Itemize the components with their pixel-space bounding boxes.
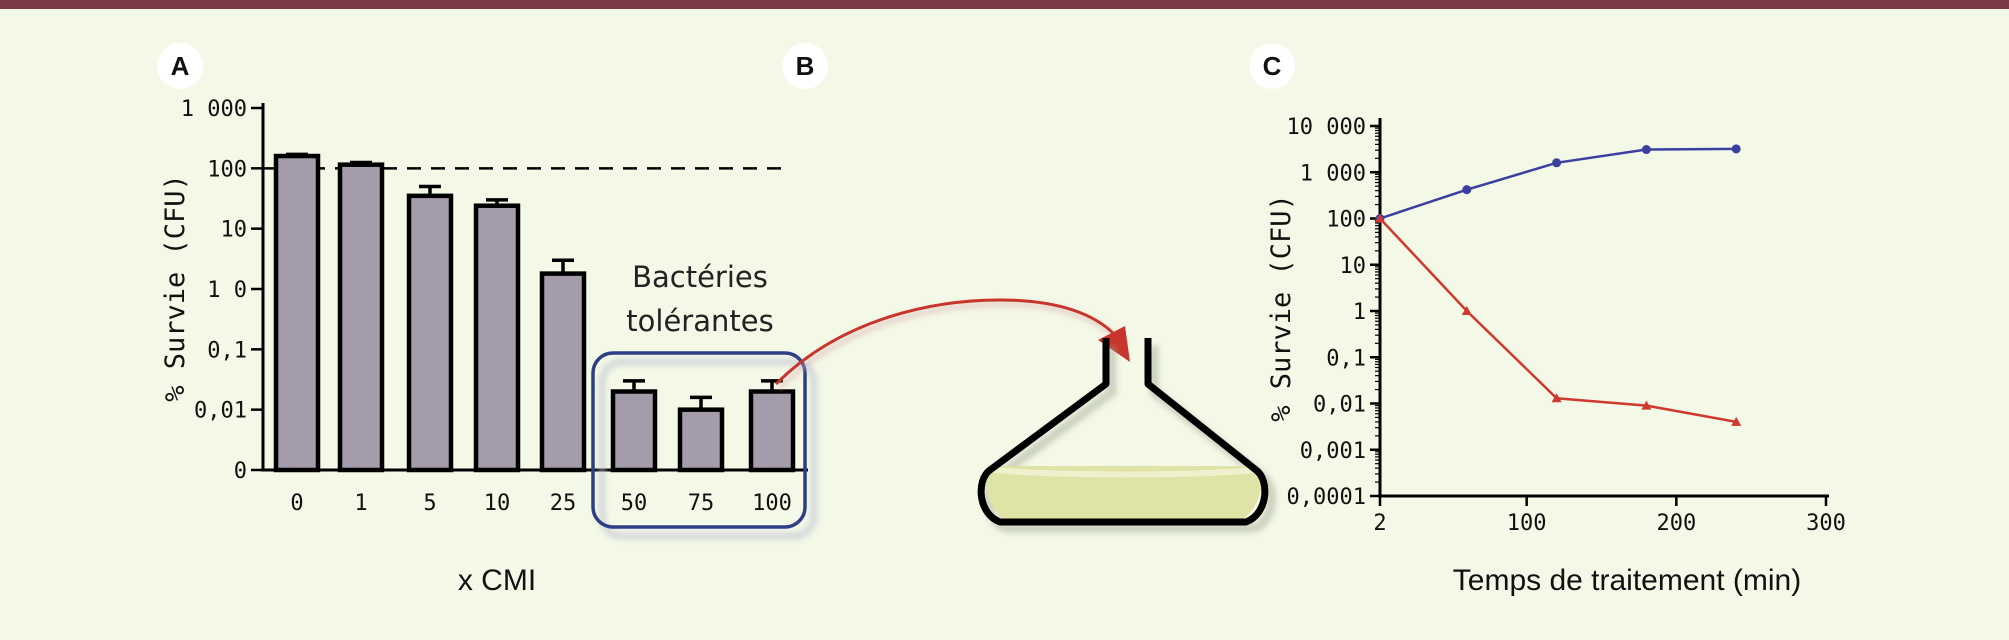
chart-c-series-line bbox=[1379, 217, 1737, 424]
chart-a-bar bbox=[337, 162, 385, 473]
panel-a-letter: A bbox=[171, 51, 190, 81]
panel-c-letter: C bbox=[1263, 51, 1282, 81]
chart-c-point bbox=[1552, 158, 1562, 168]
chart-a-x-tick-label: 50 bbox=[621, 491, 648, 516]
chart-a-x-tick-label: 75 bbox=[688, 491, 715, 516]
chart-a-x-tick-label: 0 bbox=[290, 491, 303, 516]
chart-a-bar bbox=[677, 407, 725, 473]
chart-c-y-tick-label: 0,1 bbox=[1326, 346, 1366, 371]
top-border bbox=[0, 0, 2009, 9]
chart-a-y-tick-label: 1 0 bbox=[207, 278, 247, 303]
chart-c-y-tick-label: 1 bbox=[1353, 300, 1366, 325]
chart-c-y-tick-label: 0,01 bbox=[1313, 393, 1366, 418]
chart-a-x-ticks: 0 1 5 10 25 50 75 100 bbox=[290, 491, 792, 516]
tolerant-label-line1: Bactéries bbox=[632, 260, 768, 294]
chart-a-bars bbox=[273, 152, 796, 473]
chart-a-y-tick-label: 10 bbox=[221, 218, 248, 243]
chart-c-y-tick-label: 10 000 bbox=[1287, 115, 1366, 140]
chart-c-point bbox=[1551, 393, 1562, 403]
chart-c-point bbox=[1462, 185, 1472, 195]
chart-c-point bbox=[1731, 416, 1742, 426]
panel-b-badge: B bbox=[782, 43, 828, 89]
panel-b-letter: B bbox=[796, 51, 815, 81]
chart-c-point bbox=[1641, 145, 1651, 155]
chart-a-y-tick-label: 100 bbox=[207, 157, 247, 182]
chart-c-x-tick-label: 100 bbox=[1507, 511, 1547, 536]
chart-c-y-tick-label: 0,0001 bbox=[1287, 485, 1366, 510]
chart-c-series bbox=[1375, 144, 1742, 426]
chart-a-y-tick-label: 0,1 bbox=[207, 338, 247, 363]
chart-a-x-tick-label: 10 bbox=[484, 491, 511, 516]
chart-panel-a: 0 0,01 0,1 1 0 10 100 1 000 0 1 5 10 25 50 75 100 % S… bbox=[160, 97, 808, 597]
chart-a-bar bbox=[273, 153, 321, 473]
chart-a-bar bbox=[748, 389, 796, 473]
chart-c-point bbox=[1641, 400, 1652, 410]
chart-a-bar bbox=[473, 203, 521, 473]
chart-panel-c: 0,0001 0,001 0,01 0,1 1 10 100 1 000 10 000 2 100… bbox=[1266, 115, 1846, 597]
panel-a-badge: A bbox=[157, 43, 203, 89]
chart-c-y-tick-label: 0,001 bbox=[1300, 439, 1366, 464]
chart-a-y-tick-label: 0 bbox=[234, 459, 247, 484]
arrow-head-icon bbox=[1098, 326, 1130, 362]
tolerant-label-line2: tolérantes bbox=[626, 304, 773, 338]
chart-c-y-ticks: 0,0001 0,001 0,01 0,1 1 10 100 1 000 10 000 bbox=[1287, 115, 1380, 510]
tolerant-box bbox=[591, 351, 807, 529]
chart-a-y-ticks: 0 0,01 0,1 1 0 10 100 1 000 bbox=[181, 97, 263, 484]
chart-c-point bbox=[1461, 306, 1472, 315]
chart-a-y-tick-label: 1 000 bbox=[181, 97, 247, 122]
chart-a-x-tick-label: 100 bbox=[752, 491, 792, 516]
flask-liquid bbox=[985, 466, 1264, 522]
chart-c-x-tick-label: 2 bbox=[1373, 511, 1386, 536]
chart-a-x-tick-label: 1 bbox=[354, 491, 367, 516]
chart-a-x-label: x CMI bbox=[458, 564, 536, 597]
chart-c-point bbox=[1375, 213, 1385, 223]
chart-c-x-label: Temps de traitement (min) bbox=[1453, 564, 1801, 597]
chart-a-bar bbox=[610, 389, 658, 473]
chart-a-x-tick-label: 5 bbox=[423, 491, 436, 516]
chart-c-x-tick-label: 200 bbox=[1656, 511, 1696, 536]
chart-a-bar bbox=[539, 271, 587, 473]
chart-a-x-tick-label: 25 bbox=[550, 491, 577, 516]
chart-c-y-label: % Survie (CFU) bbox=[1266, 194, 1297, 422]
chart-a-y-tick-label: 0,01 bbox=[194, 399, 247, 424]
chart-a-bar bbox=[406, 193, 454, 473]
chart-c-x-tick-label: 300 bbox=[1806, 511, 1846, 536]
chart-c-point bbox=[1731, 144, 1741, 154]
chart-c-y-tick-label: 10 bbox=[1340, 254, 1367, 279]
panel-c-badge: C bbox=[1249, 43, 1295, 89]
transfer-arrow bbox=[774, 298, 1130, 390]
chart-c-y-tick-label: 1 000 bbox=[1300, 161, 1366, 186]
culture-flask-icon bbox=[977, 338, 1276, 533]
chart-c-x-ticks: 2 100 200 300 bbox=[1373, 496, 1846, 536]
tolerant-bacteria-annotation: Bactéries tolérantes bbox=[591, 260, 818, 540]
chart-a-y-label: % Survie (CFU) bbox=[160, 174, 191, 402]
chart-c-y-tick-label: 100 bbox=[1326, 208, 1366, 233]
